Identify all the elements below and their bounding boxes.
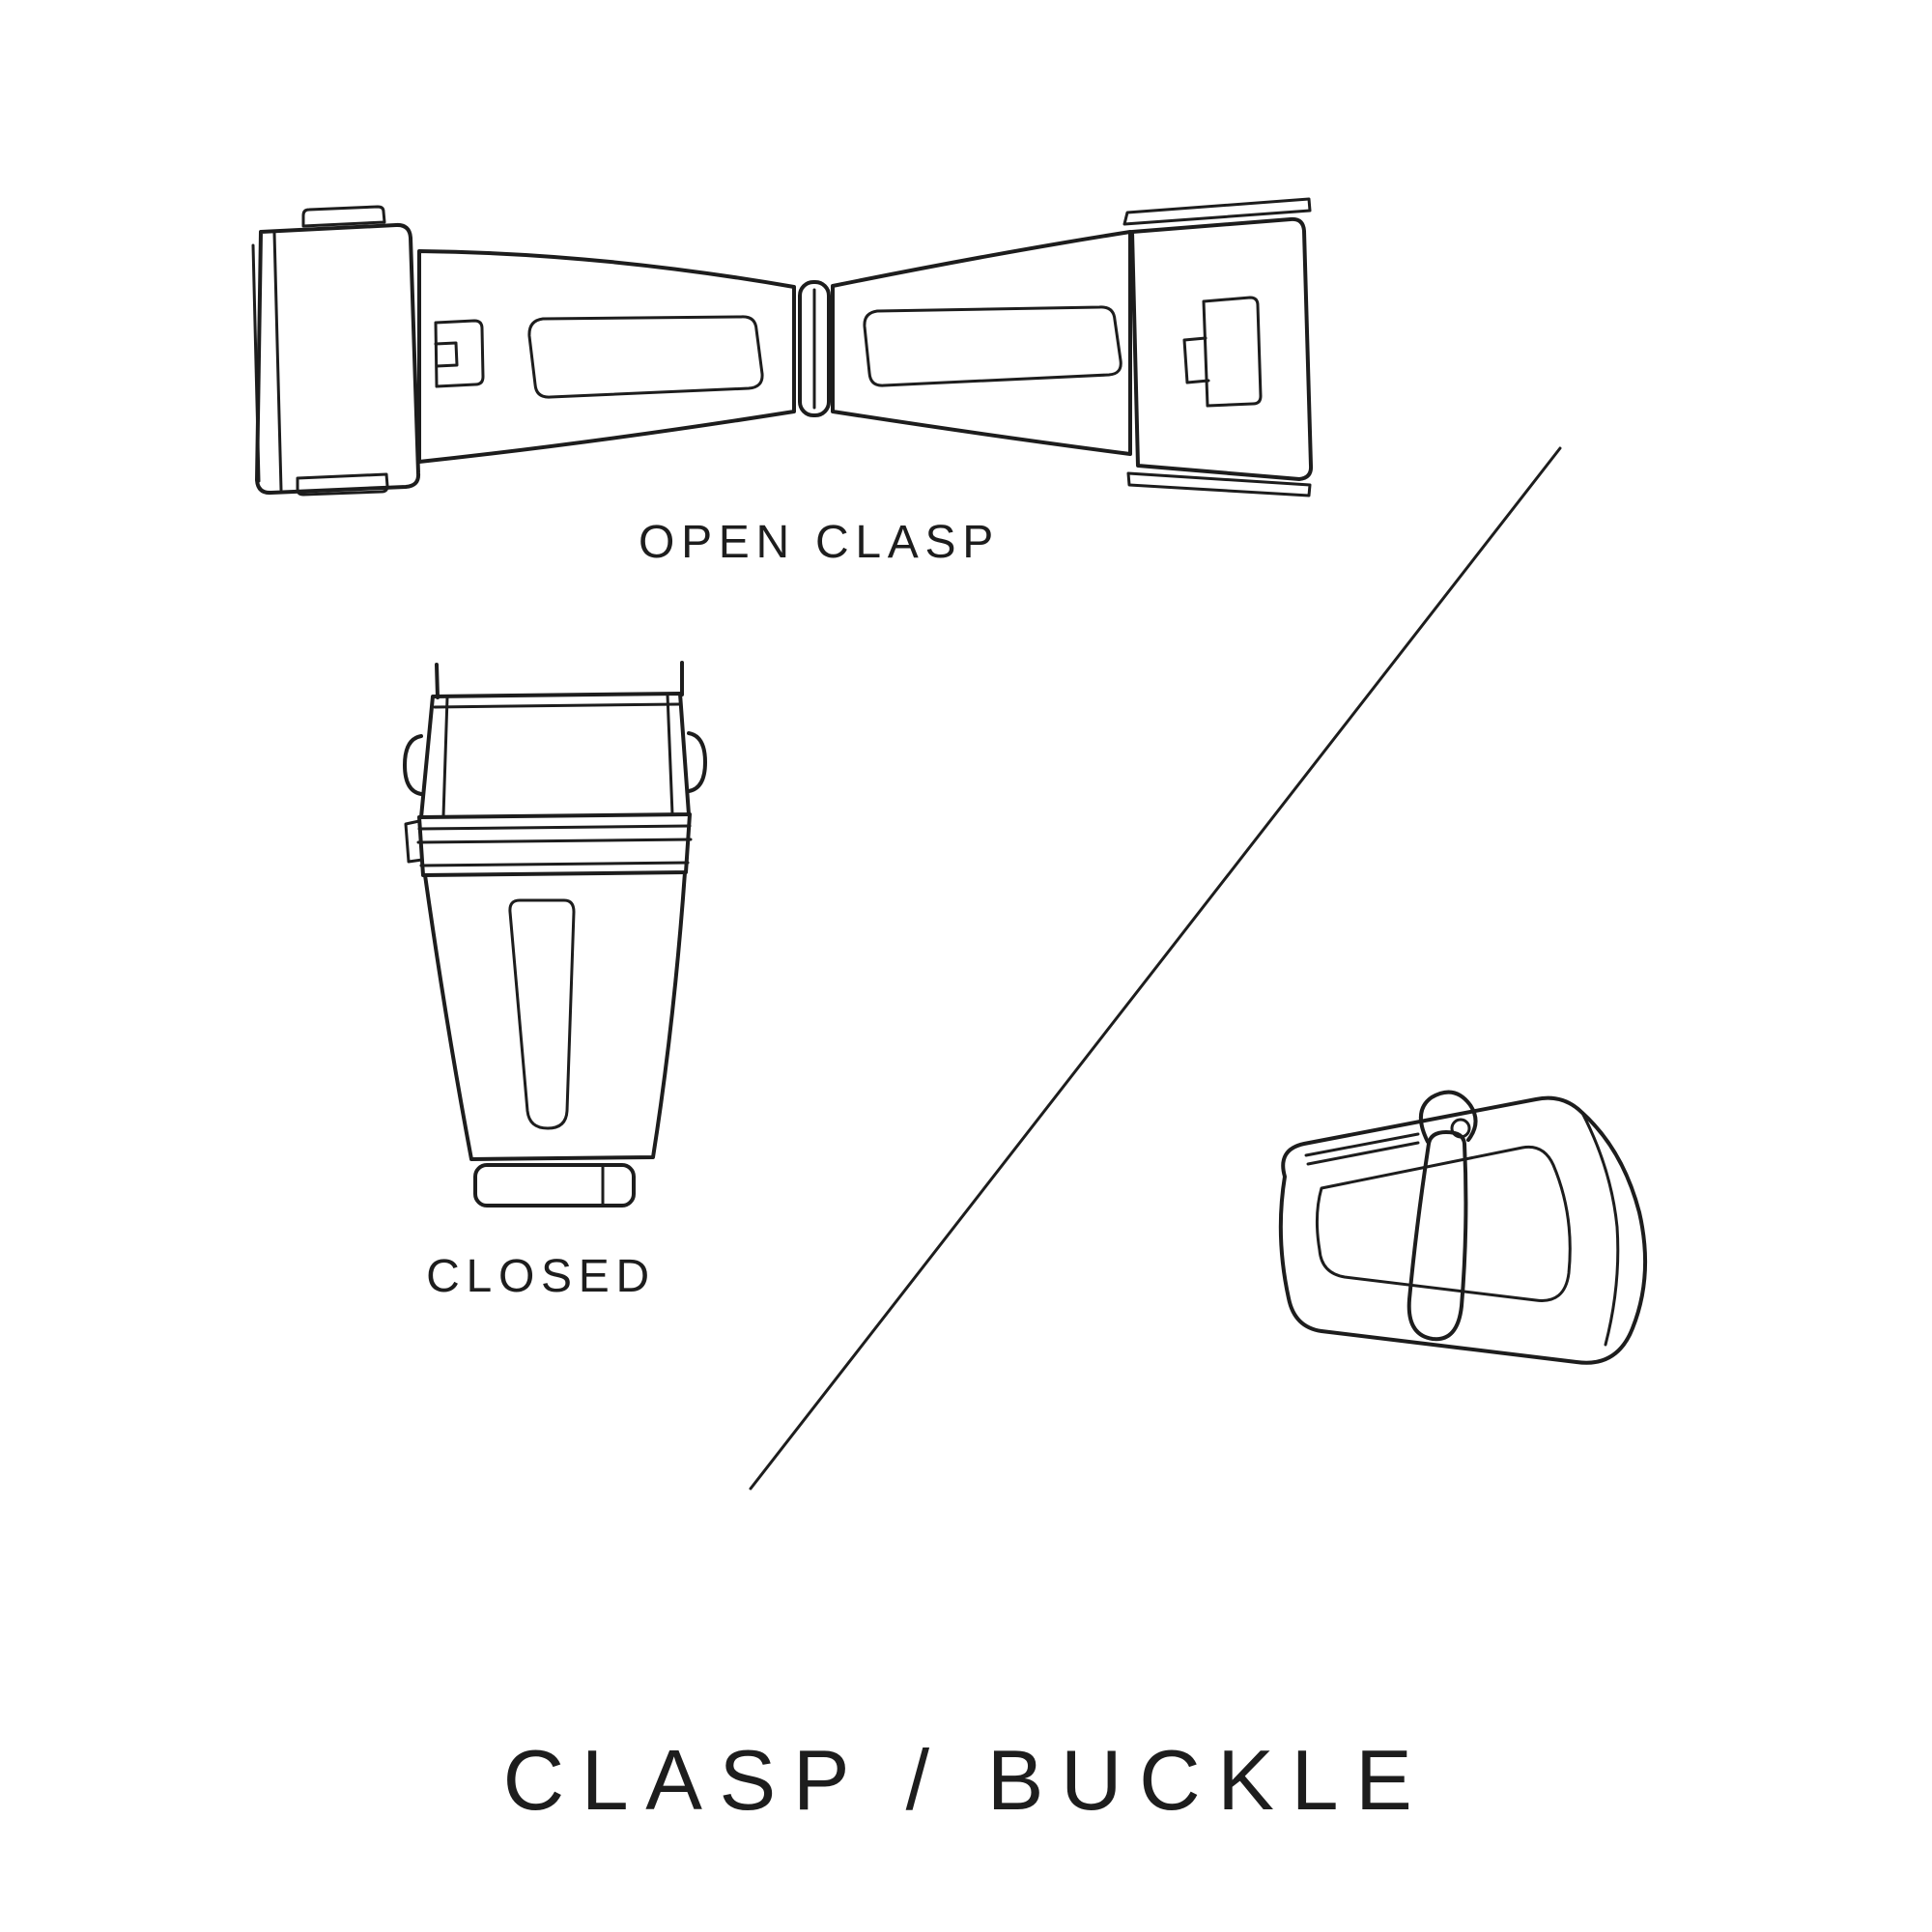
diagram-title: CLASP / BUCKLE [502, 1732, 1430, 1828]
open-clasp-illustration [251, 197, 1314, 497]
open-clasp-label: OPEN CLASP [639, 517, 1000, 568]
closed-label: CLOSED [426, 1251, 656, 1302]
divider-line [749, 446, 1562, 1491]
closed-clasp-illustration [403, 661, 707, 1208]
buckle-illustration [1278, 1090, 1648, 1365]
